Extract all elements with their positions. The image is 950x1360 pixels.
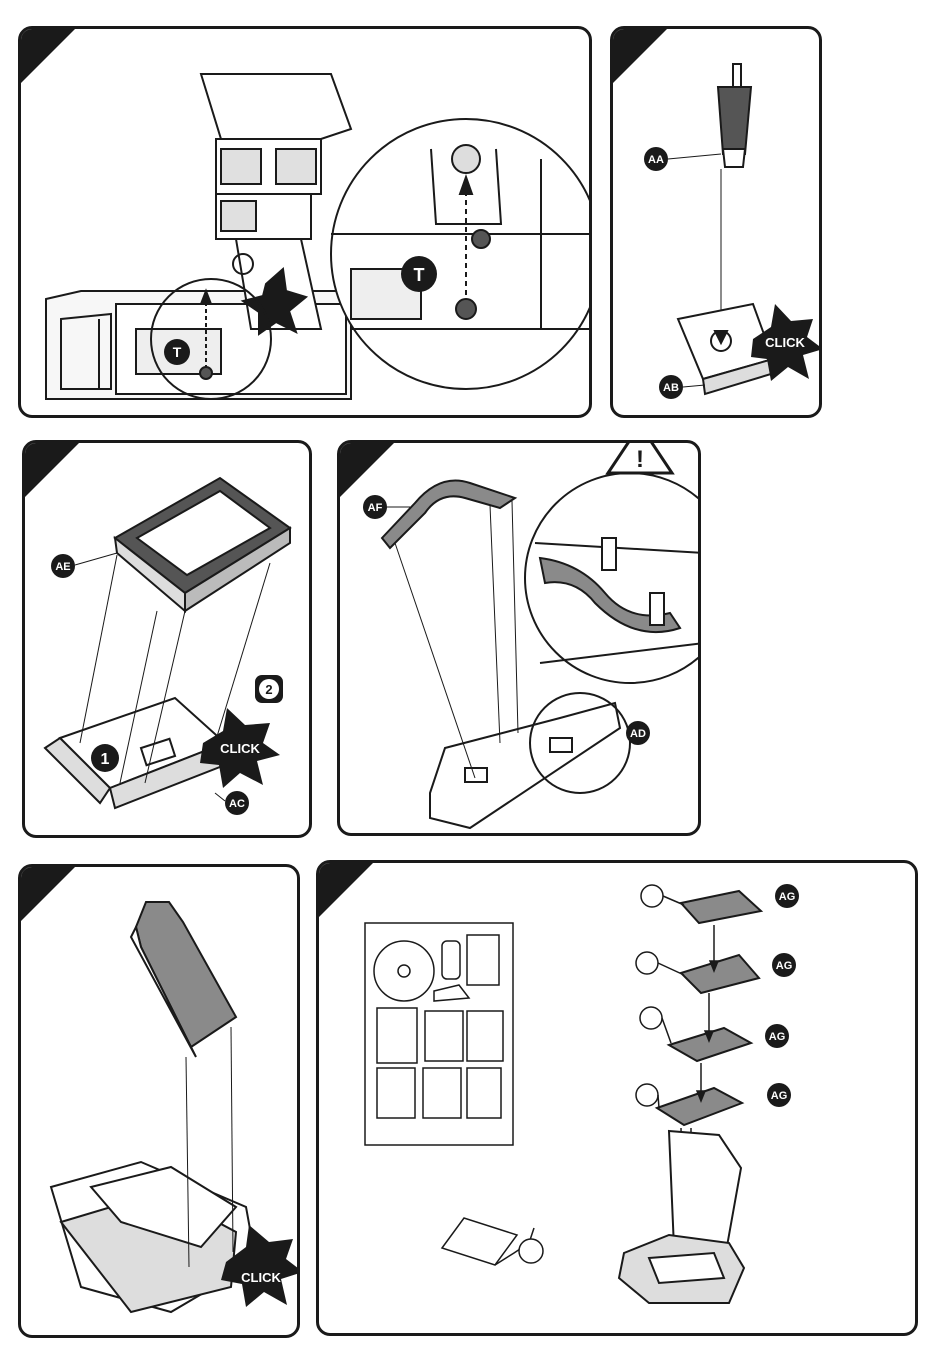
step-panel-1: T T — [18, 26, 592, 418]
step-number-1: 1 — [91, 744, 119, 772]
svg-text:AG: AG — [771, 1090, 788, 1102]
step-panel-6: AG AG AG AG — [316, 860, 918, 1336]
svg-text:2: 2 — [265, 682, 272, 697]
label-ag-4: AG — [767, 1083, 791, 1107]
label-ab: AB — [659, 375, 705, 399]
label-ag-1: AG — [775, 884, 799, 908]
svg-text:AG: AG — [769, 1031, 786, 1043]
assembly-illustration-2: CLICK AA AB — [613, 29, 822, 418]
assembly-illustration-6: AG AG AG AG — [319, 863, 918, 1336]
label-t-small: T — [164, 339, 190, 365]
svg-text:!: ! — [636, 446, 644, 473]
step-panel-4: ! AF AD — [337, 440, 701, 836]
svg-text:AG: AG — [776, 960, 793, 972]
label-ac: AC — [215, 791, 249, 815]
click-burst: CLICK — [200, 708, 280, 788]
svg-text:CLICK: CLICK — [765, 335, 805, 350]
svg-text:1: 1 — [101, 751, 110, 768]
label-ad: AD — [626, 721, 650, 745]
step-panel-2: CLICK AA AB — [610, 26, 822, 418]
assembly-illustration-3: CLICK 1 2 AE AC — [25, 443, 312, 838]
label-ag-2: AG — [772, 953, 796, 977]
assembly-illustration-5: CLICK — [21, 867, 300, 1338]
svg-text:AA: AA — [648, 154, 664, 166]
assembly-illustration-1: T T — [21, 29, 592, 418]
svg-text:AB: AB — [663, 382, 679, 394]
step-panel-3: CLICK 1 2 AE AC — [22, 440, 312, 838]
svg-text:AC: AC — [229, 798, 245, 810]
svg-text:AE: AE — [55, 561, 70, 573]
svg-text:AD: AD — [630, 728, 646, 740]
warning-sign: ! — [608, 443, 672, 473]
assembly-illustration-4: ! AF AD — [340, 443, 701, 836]
label-ag-3: AG — [765, 1024, 789, 1048]
label-aa: AA — [644, 147, 721, 171]
label-t-zoom: T — [401, 256, 437, 292]
svg-text:CLICK: CLICK — [220, 741, 260, 756]
svg-text:T: T — [414, 265, 425, 285]
step-number-2: 2 — [255, 675, 283, 703]
svg-text:T: T — [173, 344, 182, 360]
label-ae: AE — [51, 553, 117, 578]
svg-text:AG: AG — [779, 891, 796, 903]
svg-text:CLICK: CLICK — [241, 1270, 281, 1285]
step-panel-5: CLICK — [18, 864, 300, 1338]
svg-text:AF: AF — [368, 502, 383, 514]
